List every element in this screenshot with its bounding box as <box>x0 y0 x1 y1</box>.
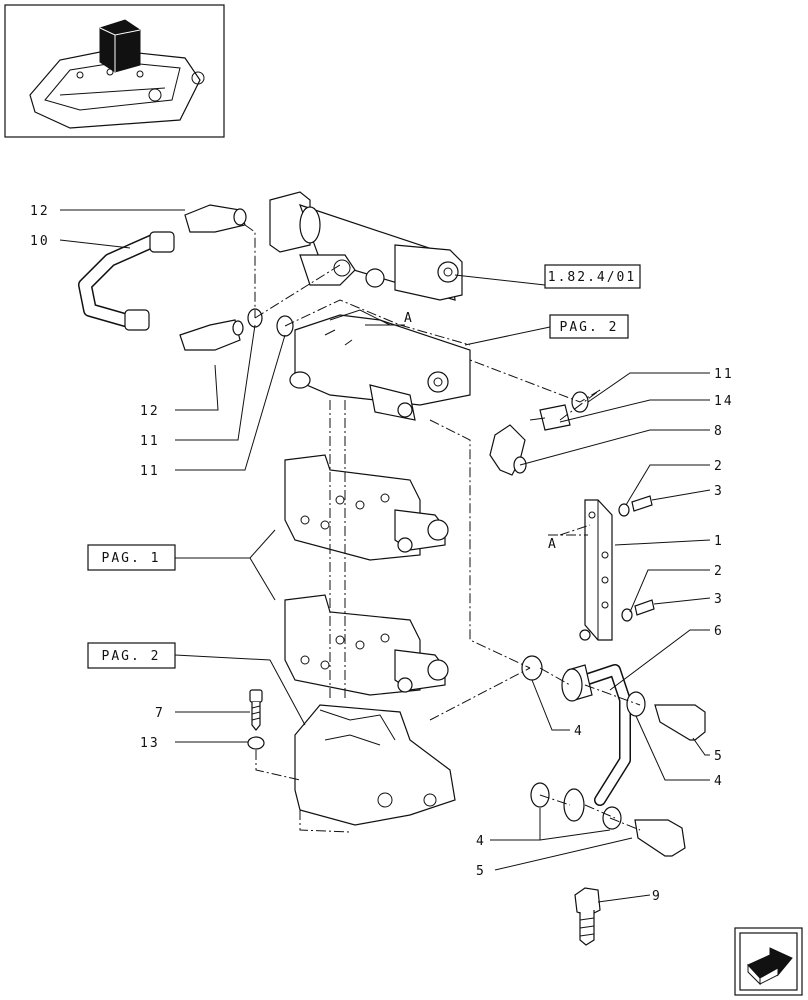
base-block <box>294 704 456 833</box>
callout-5-bottom: 5 <box>476 864 486 879</box>
callout-4-bottom: 4 <box>476 834 486 849</box>
callout-11-right: 11 <box>714 367 734 382</box>
ref-box-pag2-top[interactable]: PAG. 2 <box>549 314 629 339</box>
pipe-10-assembly <box>78 204 294 351</box>
bracket-1 <box>579 495 655 641</box>
washer-4-bottom <box>602 806 622 830</box>
adapter-14 <box>539 404 571 431</box>
callout-6: 6 <box>714 624 724 639</box>
marker-a-right: A <box>548 537 558 552</box>
callout-8: 8 <box>714 424 724 439</box>
leader-lines <box>59 209 711 903</box>
banjo-bolt-5-bottom <box>634 819 686 857</box>
callout-10: 10 <box>30 234 50 249</box>
callout-4-mid: 4 <box>574 724 584 739</box>
lower-valve-block <box>284 594 449 696</box>
washer-13 <box>247 736 265 750</box>
washer-4-top <box>521 655 543 681</box>
ref-pag2-top-label: PAG. 2 <box>560 320 619 335</box>
next-page-arrow-icon[interactable] <box>734 927 803 996</box>
callout-2-bottom: 2 <box>714 564 724 579</box>
callout-12-bottom: 12 <box>140 404 160 419</box>
callout-7: 7 <box>155 706 165 721</box>
callout-11-b: 11 <box>140 464 160 479</box>
callout-3-bottom: 3 <box>714 592 724 607</box>
callout-11-a: 11 <box>140 434 160 449</box>
middle-valve-block <box>284 454 449 561</box>
screw-7 <box>247 689 265 750</box>
callout-labels: 12 10 12 11 11 11 14 8 2 3 1 2 3 6 5 4 4… <box>30 204 734 904</box>
banjo-bolt-5-right <box>654 704 706 741</box>
right-fittings <box>489 391 589 476</box>
upper-valve-block <box>269 191 471 421</box>
marker-a-top: A <box>404 311 414 326</box>
bolt-9 <box>574 887 601 946</box>
assembly-thumbnail-icon[interactable] <box>4 4 225 138</box>
elbow-12-bottom <box>179 319 241 351</box>
ref-box-pag2-bottom[interactable]: PAG. 2 <box>87 642 176 669</box>
callout-4-right: 4 <box>714 774 724 789</box>
callout-12-top: 12 <box>30 204 50 219</box>
ref-box-pag1[interactable]: PAG. 1 <box>87 544 176 571</box>
ref-box-top[interactable]: 1.82.4/01 <box>544 264 641 289</box>
callout-14: 14 <box>714 394 734 409</box>
ref-top-label: 1.82.4/01 <box>548 270 636 285</box>
callout-1: 1 <box>714 534 724 549</box>
pipe-6-assembly <box>521 655 706 857</box>
callout-3-top: 3 <box>714 484 724 499</box>
callout-5-right: 5 <box>714 749 724 764</box>
ref-pag2-bottom-label: PAG. 2 <box>102 649 161 664</box>
callout-9: 9 <box>652 889 662 904</box>
ref-pag1-label: PAG. 1 <box>102 551 161 566</box>
assembly-lines <box>244 224 641 831</box>
callout-13: 13 <box>140 736 160 751</box>
callout-2-top: 2 <box>714 459 724 474</box>
